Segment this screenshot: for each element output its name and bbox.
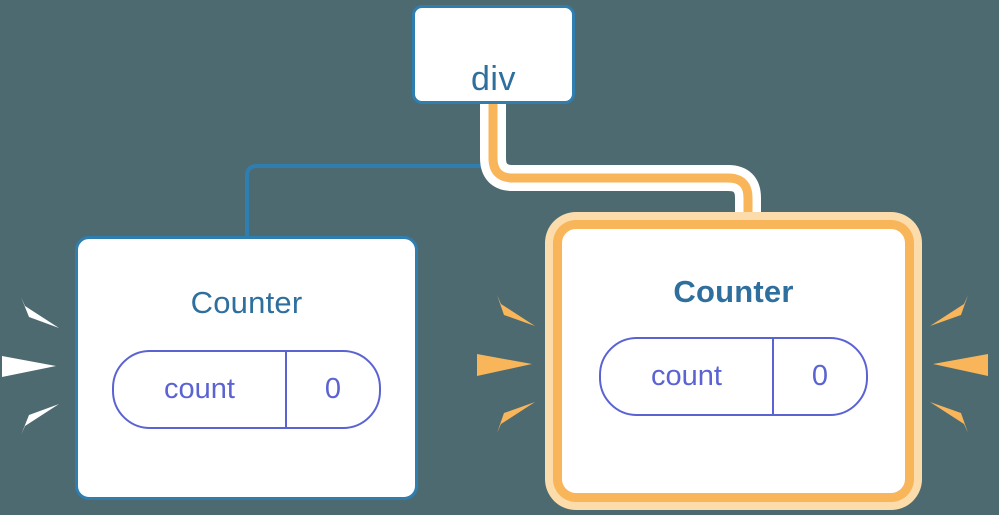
spark-ray-icon [930,402,968,433]
node-counter-left[interactable]: Counter count 0 [75,236,418,500]
node-counter-right-label: Counter [673,274,794,309]
node-counter-left-label: Counter [190,285,303,320]
spark-ray-icon [477,354,532,376]
state-key: count [601,339,774,414]
spark-ray-icon [497,402,535,433]
state-pill-counter-left: count 0 [112,350,381,429]
spark-rays-left-white [2,283,72,448]
spark-ray-icon [21,297,59,328]
spark-rays-middle-orange [466,280,536,445]
state-key: count [114,352,287,427]
spark-ray-icon [933,354,988,376]
state-pill-counter-right: count 0 [599,337,868,416]
edge-div-to-counter-left [245,104,495,236]
node-div[interactable]: div [412,5,575,104]
state-value: 0 [811,360,829,392]
spark-ray-icon [21,404,59,435]
spark-ray-icon [497,295,535,326]
node-counter-right[interactable]: Counter count 0 [562,229,905,493]
node-div-label: div [471,59,516,98]
state-value: 0 [324,373,342,405]
spark-ray-icon [930,295,968,326]
edge-div-to-counter-right [488,104,753,243]
spark-rays-right-orange [929,280,999,445]
spark-ray-icon [2,356,56,377]
